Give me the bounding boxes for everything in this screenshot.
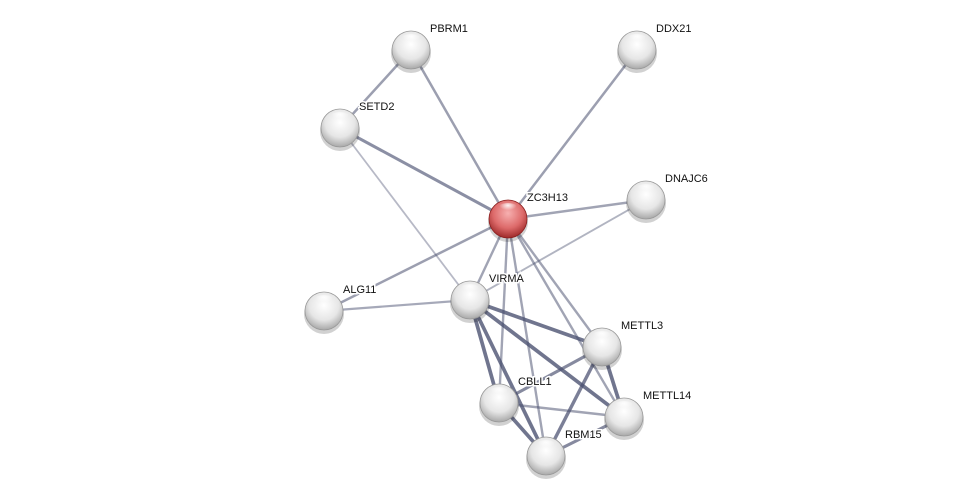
edge-mettl3-rbm15[interactable] [544,346,604,457]
node-virma[interactable]: VIRMA [450,272,526,323]
node-label: SETD2 [359,101,394,113]
edge-zc3h13-mettl3[interactable] [507,218,603,348]
node-label: ZC3H13 [527,192,568,204]
node-cbll1[interactable]: CBLL1 [479,375,553,426]
node-pbrm1[interactable]: PBRM1 [391,22,469,73]
node-label: CBLL1 [518,376,552,388]
edge-virma-rbm15[interactable] [468,299,548,457]
edge-ddx21-zc3h13[interactable] [507,49,638,220]
edge-virma-mettl14[interactable] [468,298,626,419]
node-mettl3[interactable]: METTL3 [582,319,665,370]
node-label: DNAJC6 [665,173,708,185]
node-label: PBRM1 [430,23,468,35]
node-alg11[interactable]: ALG11 [304,283,378,334]
edge-setd2-virma[interactable] [339,127,471,301]
node-zc3h13[interactable]: ZC3H13 [488,191,569,242]
node-setd2[interactable]: SETD2 [320,100,396,151]
node-label: DDX21 [656,23,691,35]
node-label: RBM15 [565,429,602,441]
edge-virma-mettl3[interactable] [469,298,603,349]
edge-pbrm1-zc3h13[interactable] [409,49,510,220]
edge-zc3h13-alg11[interactable] [323,217,509,313]
node-label: VIRMA [489,273,525,285]
edge-zc3h13-rbm15[interactable] [506,218,548,457]
node-ddx21[interactable]: DDX21 [617,22,693,73]
node-dnajc6[interactable]: DNAJC6 [626,172,709,223]
edge-alg11-virma[interactable] [323,298,471,313]
node-label: METTL3 [621,320,663,332]
node-label: ALG11 [343,284,376,296]
node-rbm15[interactable]: RBM15 [526,428,603,479]
edge-zc3h13-mettl14[interactable] [506,218,626,418]
edge-mettl3-cbll1[interactable] [498,345,603,405]
edge-dnajc6-virma[interactable] [469,199,647,301]
edge-zc3h13-dnajc6[interactable] [507,198,647,221]
edge-setd2-zc3h13[interactable] [339,126,509,221]
node-label: METTL14 [643,390,691,402]
edge-cbll1-mettl14[interactable] [498,401,625,419]
node-mettl14[interactable]: METTL14 [604,389,693,440]
